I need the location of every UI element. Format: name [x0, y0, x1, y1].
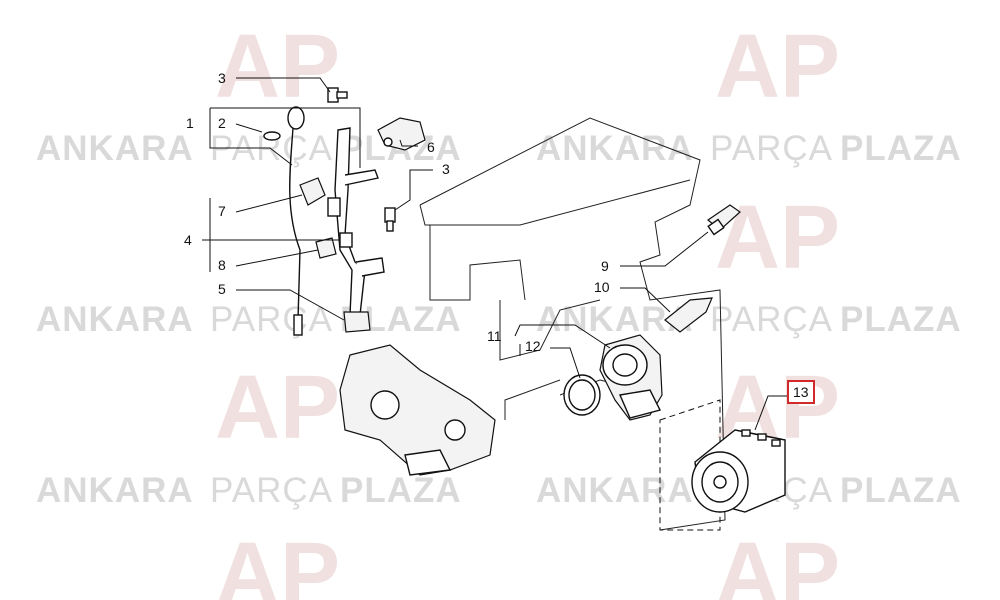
watermark-logo: AP — [715, 525, 840, 600]
svg-text:AP: AP — [715, 188, 840, 288]
dipstick-tube — [334, 127, 385, 333]
callout-13: 13 — [793, 384, 809, 400]
dipstick — [287, 106, 305, 336]
watermark-logo: AP — [215, 525, 340, 600]
callout-11: 11 — [487, 328, 502, 344]
svg-text:AP: AP — [215, 17, 340, 117]
watermark-logo: AP — [715, 188, 840, 288]
seal-ring — [563, 374, 601, 416]
callout-13-highlight: 13 — [787, 380, 815, 404]
washer-part — [263, 131, 281, 141]
svg-text:PLAZA: PLAZA — [340, 471, 462, 510]
svg-text:ANKARA: ANKARA — [536, 129, 694, 168]
callout-1: 1 — [186, 115, 194, 131]
callout-10: 10 — [594, 279, 610, 295]
svg-text:AP: AP — [715, 17, 840, 117]
svg-text:ANKARA: ANKARA — [536, 471, 694, 510]
watermark-layer: AP AP AP AP AP AP AP ANKARA PARÇA PLAZA … — [36, 17, 962, 600]
callout-5: 5 — [218, 281, 226, 297]
sensor-part — [377, 117, 426, 151]
callout-8: 8 — [218, 257, 226, 273]
svg-text:ANKARA: ANKARA — [36, 471, 194, 510]
svg-text:AP: AP — [715, 525, 840, 600]
callout-7: 7 — [218, 203, 226, 219]
watermark-logo: AP — [215, 17, 340, 117]
callout-9: 9 — [601, 258, 609, 274]
callout-3-right: 3 — [442, 161, 450, 177]
oil-filter — [659, 399, 786, 531]
callout-4: 4 — [184, 232, 192, 248]
watermark-text-row: ANKARA PARÇA PLAZA ANKARA PARÇA PLAZA — [36, 129, 962, 168]
clip-part — [315, 237, 337, 259]
leader-lines — [202, 77, 790, 431]
temperature-sender — [664, 297, 713, 333]
callout-2: 2 — [218, 115, 226, 131]
callout-6: 6 — [427, 139, 435, 155]
svg-text:PARÇA: PARÇA — [710, 300, 833, 339]
svg-text:ANKARA: ANKARA — [36, 129, 194, 168]
oil-pump-housing — [339, 344, 496, 476]
watermark-text-row: ANKARA PARÇA PLAZA ANKARA PARÇA PLAZA — [36, 471, 962, 510]
bolt-part — [384, 207, 396, 232]
svg-text:PLAZA: PLAZA — [840, 129, 962, 168]
watermark-logo: AP — [715, 17, 840, 117]
svg-text:AP: AP — [215, 525, 340, 600]
svg-text:ANKARA: ANKARA — [36, 300, 194, 339]
callout-3-top: 3 — [218, 70, 226, 86]
oil-filter-adapter — [599, 334, 663, 421]
clip-part — [299, 177, 326, 206]
callout-12: 12 — [525, 338, 541, 354]
svg-text:PARÇA: PARÇA — [210, 471, 333, 510]
bracket-part — [327, 197, 353, 248]
svg-text:AP: AP — [215, 358, 340, 458]
svg-text:PLAZA: PLAZA — [840, 300, 962, 339]
bolt-part — [327, 87, 348, 103]
callout-labels: 3 1 2 6 3 7 4 8 5 9 10 11 12 13 — [184, 70, 815, 404]
svg-text:PARÇA: PARÇA — [210, 300, 333, 339]
watermark-logo: AP — [215, 358, 340, 458]
svg-text:PLAZA: PLAZA — [840, 471, 962, 510]
svg-text:PARÇA: PARÇA — [710, 129, 833, 168]
watermark-text-row: ANKARA PARÇA PLAZA ANKARA PARÇA PLAZA — [36, 300, 962, 339]
oil-pressure-switch — [707, 204, 741, 236]
